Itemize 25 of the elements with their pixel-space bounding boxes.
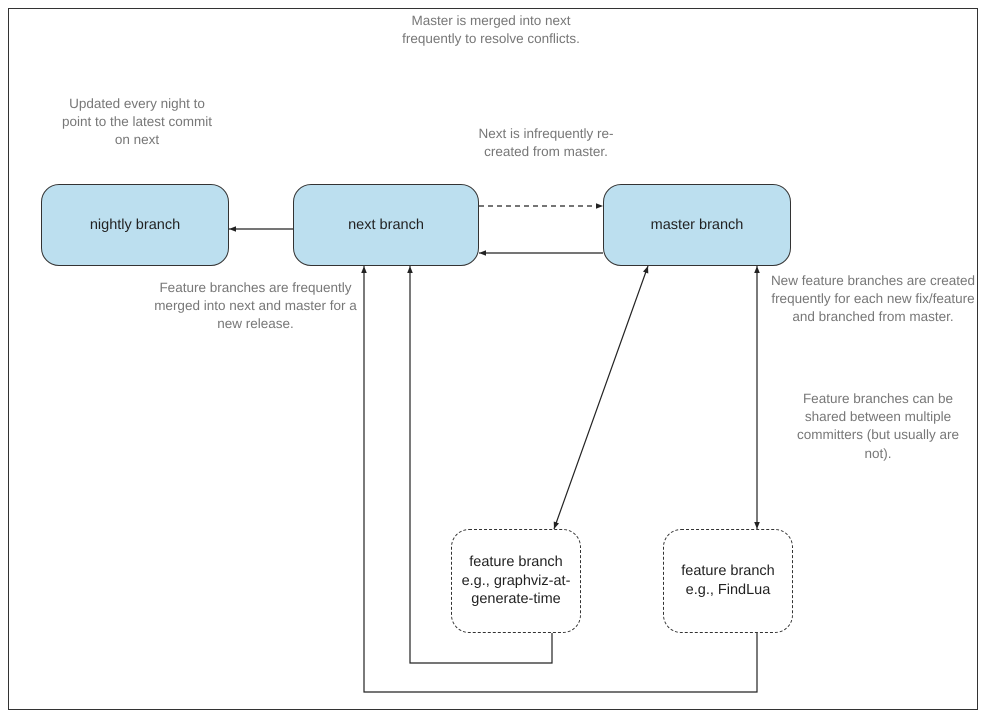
feature-branch-box (451, 529, 581, 633)
node-text: e.g., graphviz-at-generate-time (460, 572, 572, 610)
arrow (361, 266, 758, 693)
node-text: feature branch (469, 552, 563, 572)
branch-box (293, 184, 479, 266)
node-text: master branch (650, 216, 744, 234)
node-text: e.g., FindLua (686, 581, 770, 600)
arrow (229, 226, 293, 232)
branch-box (603, 184, 791, 266)
annotation: Feature branches can be shared between multiple committers (but usually are not). (796, 390, 960, 463)
node-text: feature branch (681, 562, 775, 581)
annotation: Next is infrequently re-created from master. (477, 125, 615, 162)
feature-branch-box (663, 529, 793, 633)
annotation: Master is merged into next frequently to resolve conflicts. (401, 12, 581, 48)
node-text: nightly branch (90, 216, 180, 234)
node-text: next branch (348, 216, 424, 234)
arrow (407, 266, 553, 664)
arrow (553, 266, 649, 530)
annotation: Updated every night to point to the latest commit on next (60, 95, 214, 150)
branch-box (41, 184, 229, 266)
arrow (479, 203, 603, 209)
annotation: Feature branches are frequently merged into next and master for a new release. (153, 279, 358, 334)
arrow (754, 266, 760, 529)
annotation: New feature branches are created frequently for each new fix/feature and branched from master. (770, 272, 976, 326)
arrow (479, 250, 603, 256)
